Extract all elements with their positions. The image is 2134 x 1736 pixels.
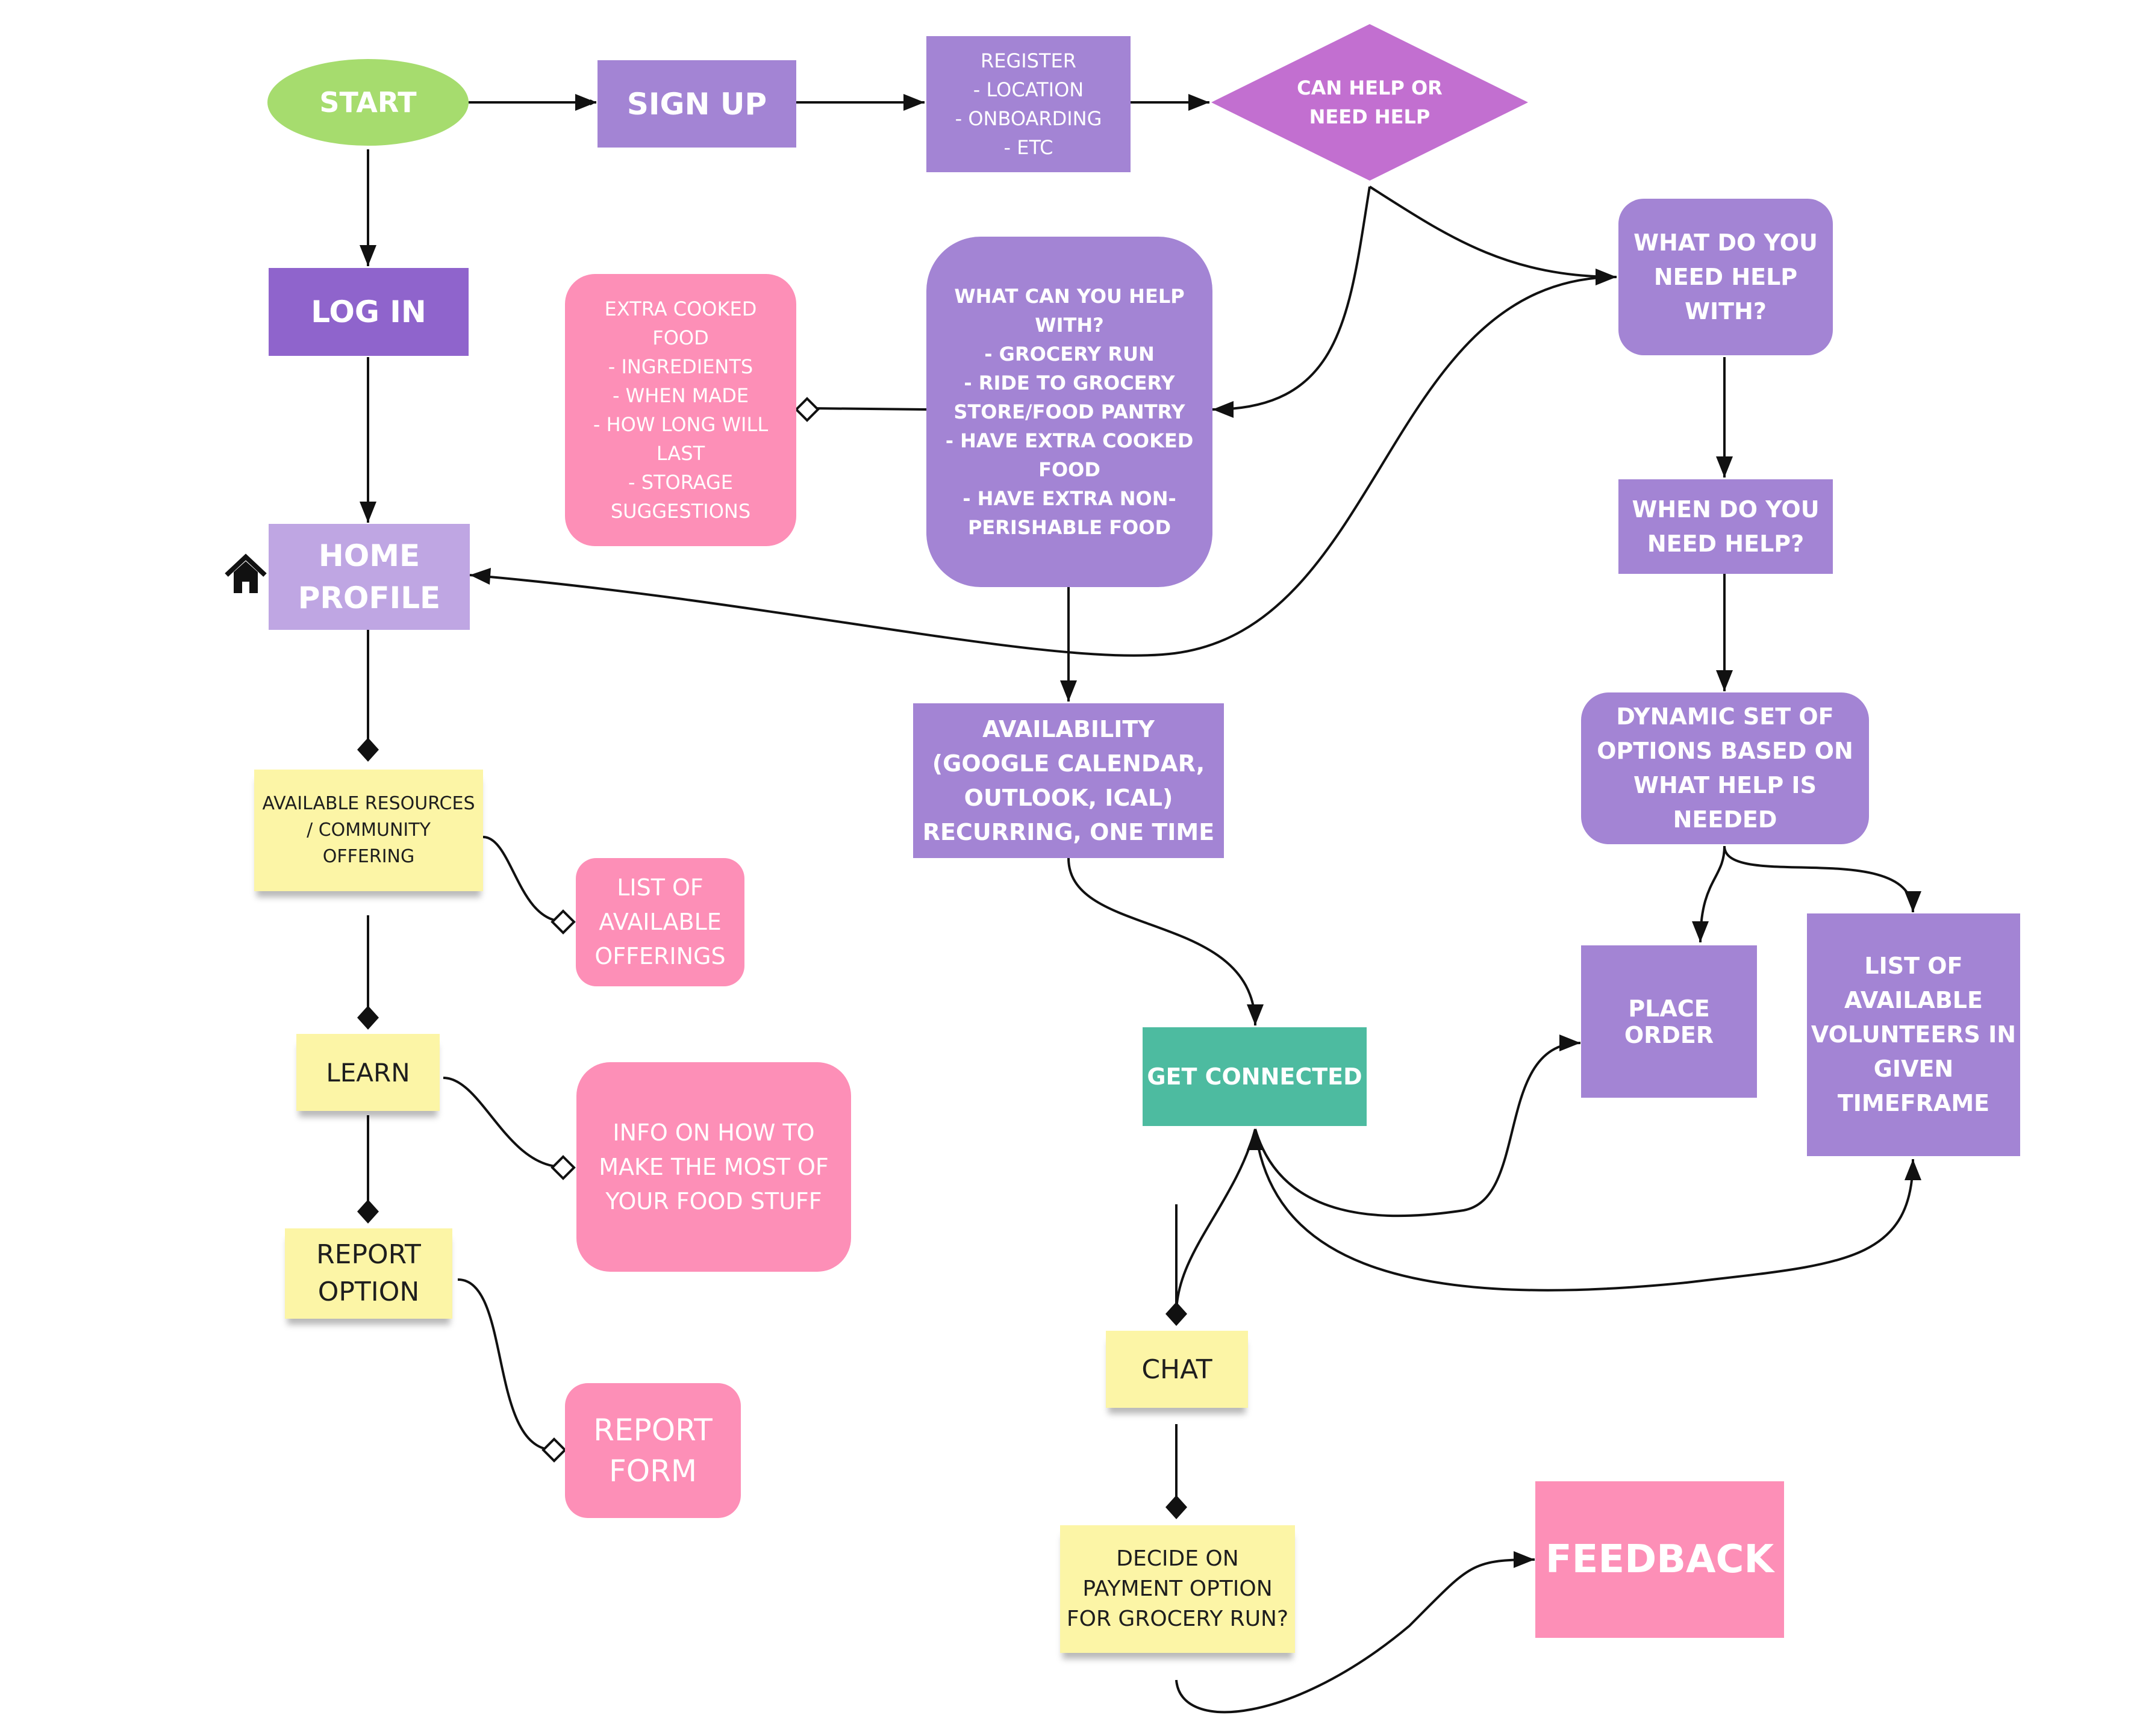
what-need-help-label: WHAT DO YOU NEED HELP WITH? [1633, 229, 1818, 325]
info-food-node: INFO ON HOW TO MAKE THE MOST OF YOUR FOO… [576, 1062, 851, 1272]
what-can-you-help-label: WHAT CAN YOU HELP WITH? - GROCERY RUN - … [945, 285, 1194, 539]
list-volunteers-node: LIST OF AVAILABLE VOLUNTEERS IN GIVEN TI… [1807, 913, 2020, 1156]
arrowhead [360, 245, 376, 266]
edge-getconnected-volunteers [1254, 1128, 1914, 1292]
hollow-diamond-marker [794, 397, 820, 422]
availability-label: AVAILABILITY (GOOGLE CALENDAR, OUTLOOK, … [922, 715, 1215, 845]
report-option-note: REPORT OPTION [285, 1228, 452, 1319]
arrowhead [360, 502, 376, 523]
home-icon [225, 553, 267, 593]
edge-canhelp-whathelp [1368, 185, 1617, 278]
decide-payment-label: DECIDE ON PAYMENT OPTION FOR GROCERY RUN… [1066, 1546, 1289, 1631]
extra-cooked-food-node: EXTRA COOKED FOOD - INGREDIENTS - WHEN M… [565, 274, 796, 546]
arrowhead [1692, 921, 1709, 942]
hollow-diamond-marker [551, 909, 576, 935]
sign-up-node: SIGN UP [597, 60, 796, 148]
start-node: START [267, 59, 469, 146]
what-need-help-node: WHAT DO YOU NEED HELP WITH? [1618, 199, 1833, 355]
edge-dynamic-volunteers [1723, 845, 1914, 913]
get-connected-label: GET CONNECTED [1147, 1063, 1362, 1090]
chat-note: CHAT [1106, 1331, 1248, 1408]
extra-cooked-food-label: EXTRA COOKED FOOD - INGREDIENTS - WHEN M… [593, 297, 769, 523]
arrowhead [470, 568, 491, 585]
decision-diamond-shape [1211, 24, 1528, 181]
edge-home-whathelp [469, 276, 1617, 657]
arrowhead [1716, 456, 1733, 478]
edge-canhelp-whatcan [1212, 186, 1371, 411]
edge-decide-feedback [1175, 1558, 1535, 1714]
when-need-help-node: WHEN DO YOU NEED HELP? [1618, 479, 1833, 574]
arrowhead [1559, 1034, 1580, 1051]
diamond-marker [1165, 1495, 1187, 1519]
start-label: START [319, 86, 417, 119]
available-resources-note: AVAILABLE RESOURCES / COMMUNITY OFFERING [254, 770, 483, 891]
edge-chat-getconnected [1175, 1128, 1256, 1314]
register-label: REGISTER - LOCATION - ONBOARDING - ETC [955, 49, 1102, 159]
get-connected-node: GET CONNECTED [1143, 1027, 1367, 1126]
report-form-label: REPORT FORM [593, 1413, 713, 1489]
available-resources-label: AVAILABLE RESOURCES / COMMUNITY OFFERING [262, 793, 475, 867]
hollow-diamond-markers [541, 397, 820, 1463]
arrowhead [1905, 1159, 1921, 1180]
report-form-node: REPORT FORM [565, 1383, 741, 1518]
availability-node: AVAILABILITY (GOOGLE CALENDAR, OUTLOOK, … [913, 703, 1224, 858]
hollow-diamond-marker [551, 1155, 576, 1180]
can-help-label: CAN HELP OR NEED HELP [1297, 76, 1443, 128]
edge-learn-info [443, 1077, 564, 1168]
log-in-label: LOG IN [311, 294, 426, 329]
report-option-label: REPORT OPTION [316, 1239, 421, 1307]
filled-diamond-markers [357, 738, 1187, 1519]
dynamic-set-node: DYNAMIC SET OF OPTIONS BASED ON WHAT HEL… [1581, 692, 1869, 844]
what-can-you-help-node: WHAT CAN YOU HELP WITH? - GROCERY RUN - … [926, 237, 1212, 587]
learn-label: LEARN [326, 1057, 410, 1087]
can-help-decision: CAN HELP OR NEED HELP [1211, 24, 1528, 181]
arrowhead [1247, 1129, 1264, 1150]
chat-label: CHAT [1141, 1354, 1212, 1385]
arrowhead [1596, 269, 1617, 285]
list-volunteers-label: LIST OF AVAILABLE VOLUNTEERS IN GIVEN TI… [1811, 953, 2017, 1116]
log-in-node: LOG IN [269, 268, 469, 356]
list-offerings-label: LIST OF AVAILABLE OFFERINGS [594, 874, 726, 969]
diamond-marker [357, 1006, 379, 1030]
edge-availability-getconnected [1067, 857, 1256, 1026]
arrowhead [903, 94, 925, 111]
home-profile-node: HOME PROFILE [269, 524, 470, 630]
start-ellipse [267, 59, 469, 146]
edge-availres-offerings [482, 836, 564, 922]
arrowhead [1212, 401, 1234, 418]
learn-note: LEARN [296, 1034, 440, 1111]
arrowhead [1716, 670, 1733, 691]
feedback-label: FEEDBACK [1545, 1537, 1774, 1582]
arrowheads [360, 94, 1921, 1568]
home-profile-label: HOME PROFILE [298, 538, 441, 615]
decide-payment-note: DECIDE ON PAYMENT OPTION FOR GROCERY RUN… [1060, 1525, 1295, 1653]
place-order-label: PLACE ORDER [1624, 995, 1714, 1048]
list-offerings-node: LIST OF AVAILABLE OFFERINGS [576, 858, 744, 986]
sign-up-label: SIGN UP [626, 86, 767, 122]
arrowhead [1247, 1004, 1264, 1025]
arrowhead [1188, 94, 1209, 111]
arrowhead [1514, 1551, 1535, 1568]
info-food-label: INFO ON HOW TO MAKE THE MOST OF YOUR FOO… [599, 1119, 829, 1215]
when-need-help-label: WHEN DO YOU NEED HELP? [1632, 496, 1820, 557]
edge-whatcan-extra [808, 407, 927, 411]
diamond-marker [1165, 1302, 1187, 1326]
place-order-node: PLACE ORDER [1581, 945, 1757, 1098]
diamond-marker [357, 738, 379, 762]
arrowhead [575, 94, 596, 111]
arrowhead [1905, 891, 1921, 912]
arrowhead [1060, 680, 1077, 702]
diamond-marker [357, 1199, 379, 1224]
dynamic-set-label: DYNAMIC SET OF OPTIONS BASED ON WHAT HEL… [1597, 703, 1853, 833]
register-node: REGISTER - LOCATION - ONBOARDING - ETC [926, 36, 1131, 172]
edge-report-form [457, 1278, 555, 1451]
edge-getconnected-placeorder [1254, 1042, 1581, 1218]
hollow-diamond-marker [541, 1437, 567, 1463]
feedback-node: FEEDBACK [1535, 1481, 1784, 1638]
